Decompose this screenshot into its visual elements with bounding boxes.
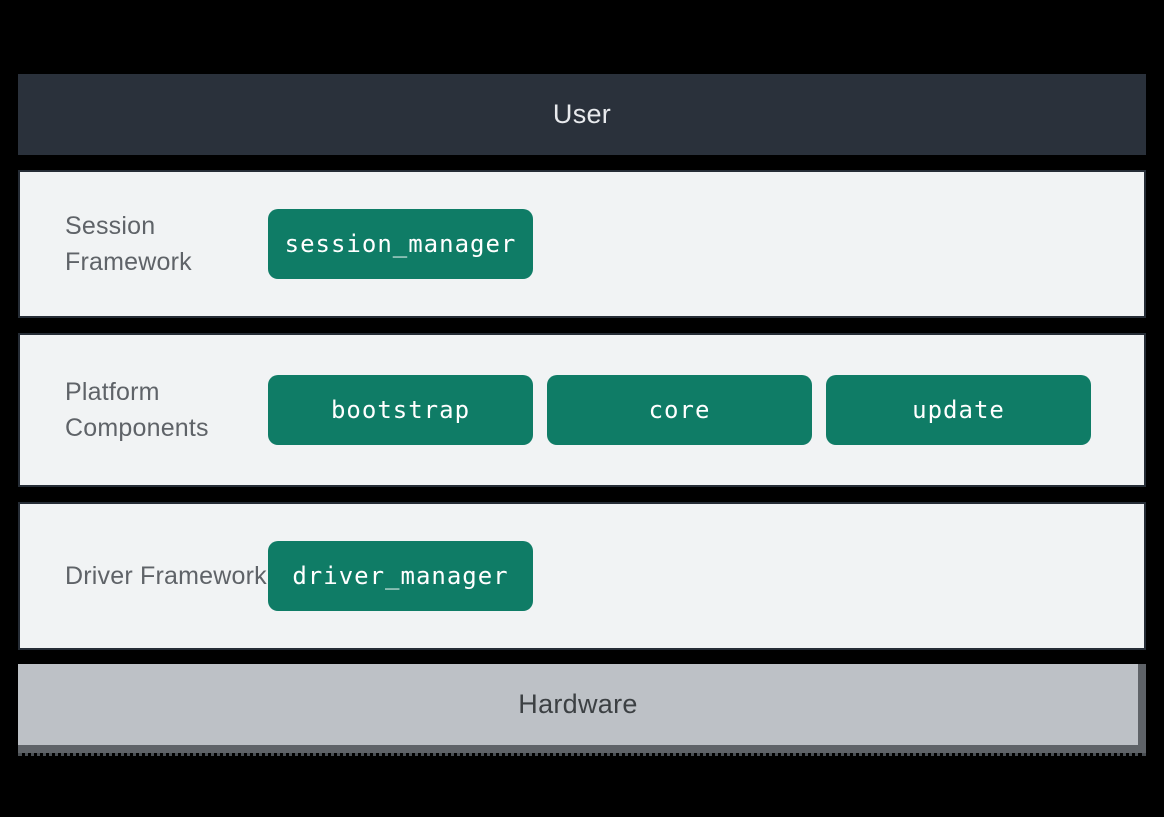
user-layer-bar: User [18, 74, 1146, 155]
component-bootstrap: bootstrap [268, 375, 533, 445]
component-session-manager: session_manager [268, 209, 533, 279]
layer-label-driver-framework: Driver Framework [65, 562, 267, 590]
layer-platform-components: Platform Components bootstrap core updat… [18, 333, 1146, 487]
component-group: session_manager [268, 209, 533, 279]
layer-stack: User Session Framework session_manager P… [18, 74, 1146, 756]
layer-driver-framework: Driver Framework driver_manager [18, 502, 1146, 650]
layer-label-platform-components: Platform Components [65, 378, 209, 442]
component-group: bootstrap core update [268, 375, 1091, 445]
hardware-layer-bar: Hardware [18, 664, 1146, 753]
hardware-layer-wrap: Hardware [18, 664, 1146, 756]
component-driver-manager: driver_manager [268, 541, 533, 611]
component-update: update [826, 375, 1091, 445]
component-group: driver_manager [268, 541, 533, 611]
component-core: core [547, 375, 812, 445]
layer-label-session-framework: Session Framework [65, 212, 192, 276]
layer-session-framework: Session Framework session_manager [18, 170, 1146, 318]
